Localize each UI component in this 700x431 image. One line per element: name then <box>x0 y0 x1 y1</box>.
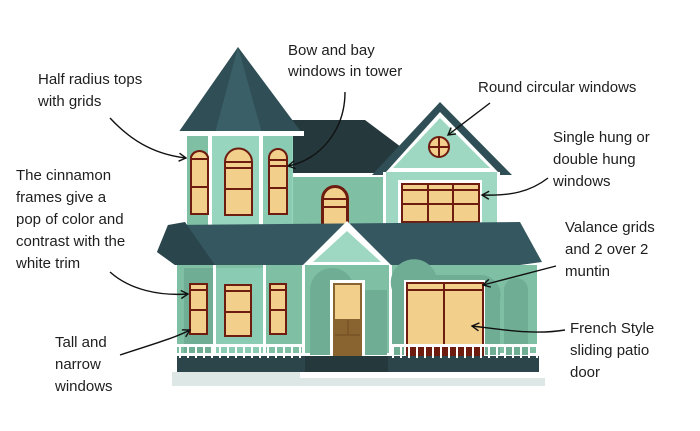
baluster <box>528 346 530 358</box>
baluster <box>291 346 293 358</box>
baluster <box>472 346 474 358</box>
baluster <box>195 346 197 358</box>
baluster <box>251 346 253 358</box>
baluster <box>219 346 221 358</box>
round-window <box>428 136 450 158</box>
house-illustration <box>157 47 545 386</box>
bay-window-left <box>189 283 208 335</box>
tower-window-center <box>224 147 253 216</box>
baluster <box>227 346 229 358</box>
baluster <box>203 346 205 358</box>
baluster <box>504 346 506 358</box>
arrow-round <box>446 102 491 136</box>
baluster <box>488 346 490 358</box>
baluster <box>211 346 213 358</box>
baluster <box>440 346 442 358</box>
baluster <box>432 346 434 358</box>
baluster <box>243 346 245 358</box>
baluster <box>416 346 418 358</box>
baluster <box>179 346 181 358</box>
baluster <box>496 346 498 358</box>
front-door <box>330 280 365 357</box>
baluster <box>512 346 514 358</box>
baluster <box>392 346 394 358</box>
baluster <box>400 346 402 358</box>
baluster <box>235 346 237 358</box>
tower-window-left <box>190 150 209 215</box>
baluster <box>267 346 269 358</box>
baluster <box>259 346 261 358</box>
porch-railing <box>177 344 540 372</box>
label-round-windows: Round circular windows <box>478 79 636 96</box>
baluster <box>408 346 410 358</box>
gable-triple-window <box>398 180 482 226</box>
baluster <box>456 346 458 358</box>
foundation <box>172 372 545 386</box>
annotation-arrows <box>109 91 566 356</box>
baluster <box>283 346 285 358</box>
bay-window-right <box>269 283 287 335</box>
baluster <box>299 346 301 358</box>
baluster <box>536 346 538 358</box>
arrow-bow-bay <box>286 91 346 170</box>
arrow-cinnamon <box>109 271 190 300</box>
baluster <box>187 346 189 358</box>
arrow-single-hung <box>480 177 549 200</box>
arrow-tall-narrow <box>119 329 192 356</box>
bay-window-center <box>224 284 252 337</box>
baluster <box>464 346 466 358</box>
arrow-french <box>470 322 566 333</box>
tower-window-right <box>268 148 288 215</box>
main-roof <box>290 120 405 180</box>
arrow-valance <box>481 265 557 288</box>
baluster <box>424 346 426 358</box>
baluster <box>520 346 522 358</box>
baluster <box>448 346 450 358</box>
middle-arched-window <box>321 185 349 227</box>
baluster <box>275 346 277 358</box>
baluster <box>480 346 482 358</box>
arrow-half-radius <box>109 117 188 162</box>
